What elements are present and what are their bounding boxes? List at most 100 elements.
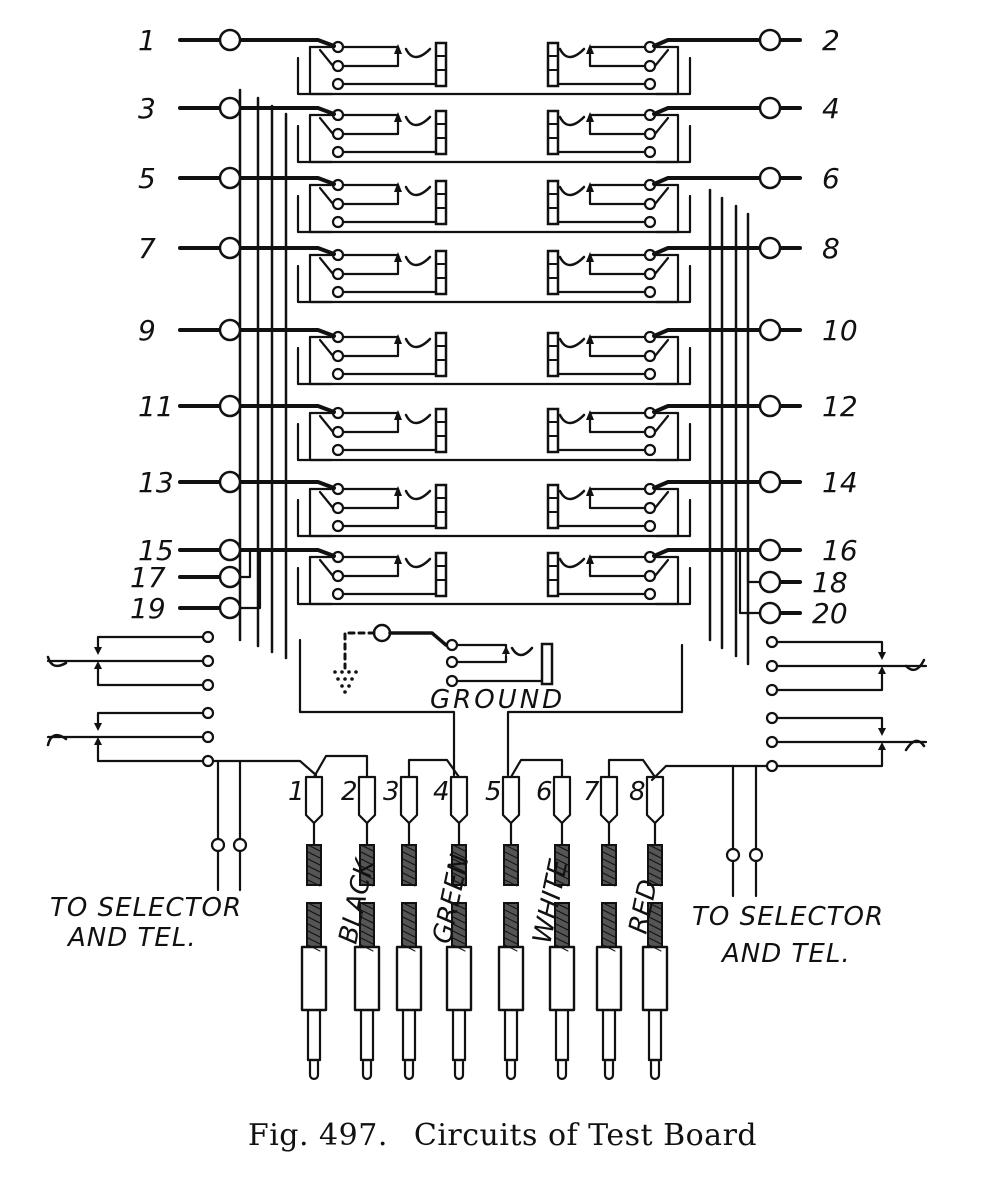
jack-spring [588,113,646,122]
jack-contact [331,367,345,381]
braid-hatch [360,909,374,917]
braid-hatch [452,872,466,880]
jack-sleeve [434,179,448,226]
jack-contact [201,754,215,768]
braid-hatch [360,916,374,924]
jack-spring [342,183,400,192]
terminal-post [218,28,242,52]
braid-hatch [648,879,662,887]
plug-sleeve [601,1008,617,1062]
left-line-label-17: 17 [130,561,166,594]
terminal-post [758,538,782,562]
braid-hatch [648,909,662,917]
terminal-post [758,394,782,418]
return-loop [296,566,692,606]
braid-hatch [602,858,616,866]
cord-color-label-green: GREEN [428,852,476,947]
braid-hatch [602,923,616,931]
braid-hatch [555,844,569,852]
jack-loop [653,256,670,276]
jack-spring [342,260,400,276]
line-lead [239,38,336,48]
braid-hatch [555,916,569,924]
jack-spring [342,418,400,434]
ground-symbol-dot [347,684,351,688]
braid-hatch [504,916,518,924]
jack-contact [331,215,345,229]
right-jack-3 [546,178,680,234]
ground-symbol-dot [333,670,337,674]
right-line-terminal-4 [652,96,802,120]
braid-hatch [402,851,416,859]
jack-spring [342,555,400,564]
plug-shell [304,775,324,825]
jack-contact [643,349,657,363]
braid-hatch [648,930,662,938]
left-line-terminal-11 [178,394,336,418]
jack-loop [318,414,335,434]
jack-contact [643,569,657,583]
right-selector-label-line2: AND TEL. [720,939,851,969]
left-line-terminal-17 [178,548,252,589]
plug-1 [300,775,328,1081]
jack-sleeve [546,249,560,296]
plug-body [300,945,328,1012]
terminal-post [758,96,782,120]
terminal-post [218,236,242,260]
right-line-terminal-2 [652,28,802,52]
braid-hatch [452,858,466,866]
ground-symbol-dot [336,677,340,681]
braid-hatch [555,923,569,931]
braid-hatch [360,851,374,859]
terminal-post [218,596,242,620]
jack-cord-curve [558,115,586,127]
plug-7 [595,775,623,1081]
jack-contact [331,145,345,159]
terminal-post [218,538,242,562]
left-jack-6 [308,406,448,462]
plug-body [595,945,623,1012]
jack-contact [331,349,345,363]
jack-sleeve [546,109,560,156]
braid-hatch [402,879,416,887]
spring-tip-icon [94,723,102,731]
spring-tip-icon [94,737,102,745]
jack-contact [765,711,779,725]
plug-body [641,945,669,1012]
braid-hatch [648,923,662,931]
jack-contact [201,654,215,668]
terminal-post [758,570,782,594]
right-line-label-6: 6 [822,162,840,195]
spring-tip-icon [394,554,402,564]
braid-hatch [452,923,466,931]
left-jack-4 [308,248,448,304]
jack-spring [342,342,400,358]
figure-caption: Fig. 497.Circuits of Test Board [0,1118,1005,1153]
line-lead [239,106,336,116]
jack-loop [318,256,335,276]
plug-pair-link [407,758,461,779]
right-jack-5 [546,330,680,386]
jack-spring [342,190,400,206]
braid-hatch [504,865,518,873]
terminal-post [758,236,782,260]
spring-tip-icon [878,742,886,750]
plug-sleeve [451,1008,467,1062]
terminal-post [218,96,242,120]
braid-hatch [648,851,662,859]
return-loop [296,346,692,386]
jack-loop [308,253,334,304]
right-operator-jack-1 [765,635,928,697]
terminal-post [758,470,782,494]
spring-tip-icon [586,112,594,122]
braid-hatch [452,851,466,859]
braid-hatch [307,858,321,866]
left-line-label-9: 9 [138,314,156,347]
braided-cord [503,844,519,886]
plug-body [548,945,576,1012]
braid-hatch [504,937,518,945]
ground-symbol-dot [347,670,351,674]
braid-hatch [402,865,416,873]
plug-number-1: 1 [288,777,305,807]
spring-tip-icon [586,44,594,54]
